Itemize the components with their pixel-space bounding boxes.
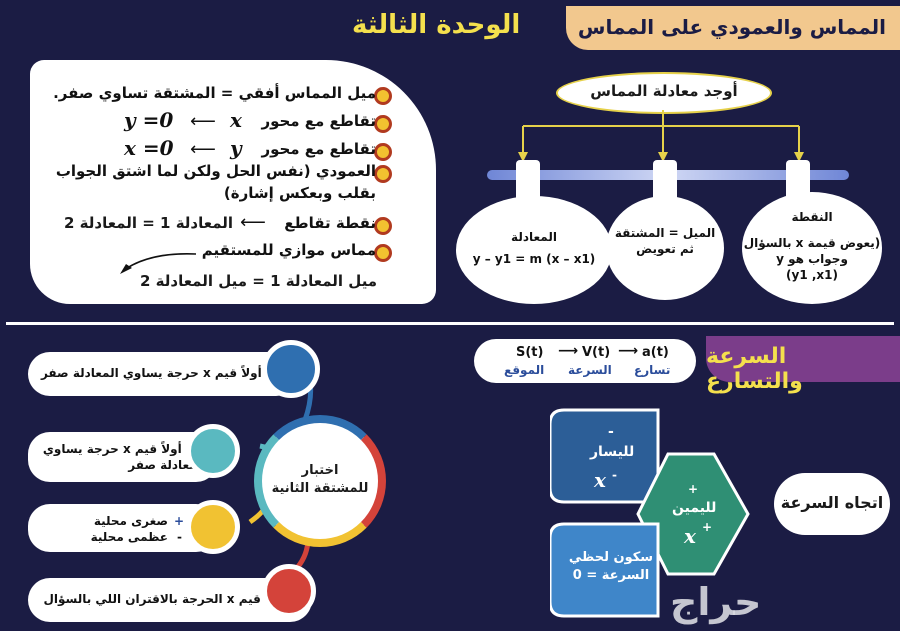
point-line1: (يعوض قيمة x بالسؤال: [743, 236, 881, 250]
rest-line2: السرعة = 0: [572, 568, 650, 583]
step2-line1: نجد أولاً قيم x حرجة يساوي: [42, 442, 206, 456]
rest-line1: سكون لحظي: [568, 550, 654, 565]
left-label: لليسار: [590, 444, 635, 460]
rule-horizontal-tangent: ميل المماس أفقي = المشتقة تساوي صفر.: [53, 84, 376, 102]
step2-line2: المعادلة صفر: [128, 458, 206, 472]
point-title: النقطة: [791, 210, 833, 224]
a-node: a(t): [642, 345, 669, 360]
right-label: لليمين: [672, 500, 717, 516]
step1-label: نجد أولاً قيم x حرجة يساوي المعادلة صفر: [40, 366, 286, 380]
svt-chain: S(t) ⟶ V(t) ⟶ a(t) الموقع السرعة تسارع: [474, 339, 696, 383]
math-y-var: y: [230, 136, 242, 160]
speed-section-tag: السرعة والتسارع: [706, 336, 900, 394]
slope-line1: الميل = المشتقة: [614, 226, 716, 240]
right-sign: +: [688, 482, 699, 496]
left-sign: -: [608, 424, 614, 440]
speed-section-title: السرعة والتسارع: [706, 344, 803, 394]
velocity-direction-wheel: [550, 408, 750, 618]
rule-normal-line1: العمودي (نفس الحل ولكن لما اشتق الجواب: [55, 162, 376, 180]
hub-line2: للمشتقة الثانية: [271, 481, 369, 496]
rule-parallel-tangent: مماس موازي للمستقيم: [201, 241, 376, 259]
equation-title: المعادلة: [511, 230, 557, 244]
rule-intersect-x-axis: تقاطع مع محور: [261, 112, 376, 130]
step3-sign2: -: [177, 530, 182, 544]
rule-intersection-point: نقطة تقاطع: [284, 214, 376, 232]
right-var: x: [684, 524, 696, 548]
arrow-right-icon: ⟶: [558, 343, 579, 359]
point-line2: وجواب هو y: [776, 252, 848, 266]
bullet-icon: [374, 87, 392, 105]
step2-node: [186, 424, 240, 478]
slope-bubble: الميل = المشتقة ثم تعويض: [606, 196, 724, 300]
v-node: V(t): [582, 345, 611, 360]
flow-connectors: [518, 110, 804, 162]
velocity-label: السرعة: [568, 363, 612, 377]
bullet-icon: [374, 244, 392, 262]
math-x-var: x: [230, 108, 242, 132]
step1-pill: نجد أولاً قيم x حرجة يساوي المعادلة صفر: [28, 352, 298, 396]
arrow-right-icon: ⟶: [618, 343, 639, 359]
step3-line1: صغرى محلية: [93, 514, 168, 528]
bullet-icon: [374, 217, 392, 235]
step3-line2: عظمى محلية: [90, 530, 168, 544]
math-y-eq: y =0: [124, 108, 174, 132]
find-tangent-label: أوجد معادلة المماس: [590, 82, 738, 100]
position-label: الموقع: [504, 363, 545, 377]
tangent-section-tag: المماس والعمودي على المماس: [566, 6, 900, 50]
find-tangent-oval: أوجد معادلة المماس: [556, 72, 772, 114]
equation-bubble: المعادلة y – y1 = m (x – x1): [456, 196, 612, 304]
tangent-section-title: المماس والعمودي على المماس: [577, 15, 886, 39]
step3-node: [186, 500, 240, 554]
equation-formula: y – y1 = m (x – x1): [472, 252, 596, 266]
bullet-icon: [374, 115, 392, 133]
s-node: S(t): [516, 345, 544, 360]
step1-node: [262, 340, 320, 398]
unit-title: الوحدة الثالثة: [352, 10, 521, 40]
tangent-rules-box: ميل المماس أفقي = المشتقة تساوي صفر. تقا…: [30, 60, 436, 304]
hub-line1: اختبار: [301, 463, 339, 478]
step3-sign1: +: [173, 514, 184, 528]
arrow-left-icon: ⟵: [190, 139, 216, 160]
second-derivative-hub: اختبار للمشتقة الثانية: [254, 415, 386, 547]
left-var: x: [594, 468, 606, 492]
velocity-direction-pill: اتجاه السرعة: [774, 473, 890, 535]
plus-superscript: +: [702, 520, 713, 534]
point-line3: (y1 ,x1): [786, 268, 838, 282]
minus-superscript: -: [612, 468, 617, 482]
curved-arrow-icon: [120, 253, 197, 274]
rule-intersect-y-axis: تقاطع مع محور: [261, 140, 376, 158]
bullet-icon: [374, 165, 392, 183]
arrow-left-icon: ⟵: [190, 111, 216, 132]
watermark-logo: حراج: [670, 580, 762, 624]
rule-normal-line2: بقلب وبعكس إشارة): [223, 184, 376, 202]
acceleration-label: تسارع: [634, 363, 671, 377]
step4-node: [262, 564, 316, 618]
rule-equation-equal: المعادلة 1 = المعادلة 2: [64, 214, 234, 232]
math-x-eq: x =0: [124, 136, 174, 160]
slope-line2: ثم تعويض: [636, 242, 694, 256]
velocity-direction-label: اتجاه السرعة: [780, 493, 884, 512]
rule-equal-slopes: ميل المعادلة 1 = ميل المعادلة 2: [140, 272, 378, 290]
bullet-icon: [374, 143, 392, 161]
arrow-left-icon: ⟵: [240, 212, 266, 233]
section-divider: [6, 322, 894, 325]
point-bubble: النقطة (يعوض قيمة x بالسؤال وجواب هو y (…: [742, 192, 882, 304]
